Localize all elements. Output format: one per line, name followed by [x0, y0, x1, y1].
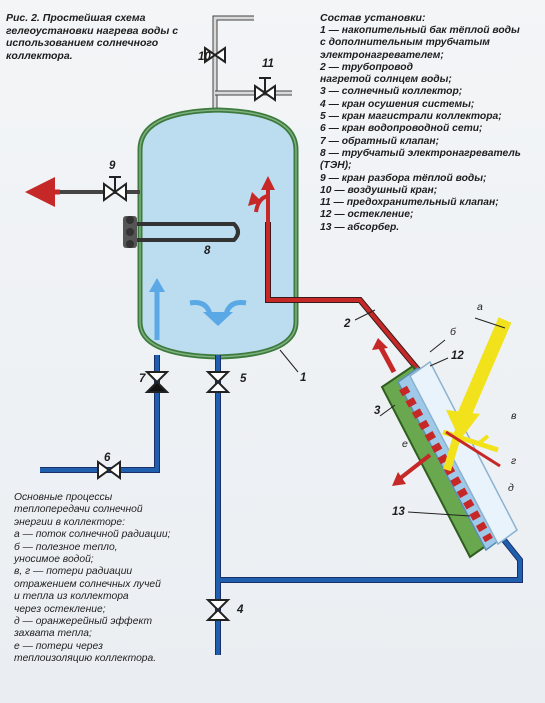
process-line: энергии в коллекторе:: [14, 516, 125, 528]
legend-line: нагретой солнцем воды;: [320, 74, 452, 86]
process-line: через остекление;: [14, 603, 106, 615]
valve-6: [97, 460, 121, 480]
legend-line: 9 — кран разбора тёплой воды;: [320, 172, 487, 184]
label-9: 9: [109, 160, 116, 172]
process-line: уносимое водой;: [14, 554, 94, 566]
legend-line: 12 — остекление;: [320, 209, 414, 221]
process-line: Основные процессы: [14, 492, 113, 503]
valve-11: [254, 77, 276, 102]
label-1: 1: [300, 372, 307, 384]
storage-tank: [137, 107, 299, 360]
figure-caption: Рис. 2. Простейшая схема гелеоустановки …: [6, 12, 179, 62]
air-vent-pipe: [212, 15, 254, 110]
process-line: теплоизоляцию коллектора.: [14, 653, 157, 665]
legend-line: 8 — трубчатый электронагреватель: [320, 147, 521, 159]
legend-line: (ТЭН);: [320, 160, 352, 172]
label-12: 12: [451, 350, 464, 362]
label-v: в: [511, 410, 517, 422]
valve-9: [103, 176, 127, 202]
legend-line: 11 — предохранительный клапан;: [320, 197, 499, 209]
label-6: 6: [104, 452, 111, 464]
legend-line: 2 — трубопровод: [320, 61, 413, 73]
label-7: 7: [139, 373, 146, 385]
valve-4: [205, 599, 231, 621]
legend-title: Состав установки:: [320, 12, 426, 24]
hot-water-pipe: [265, 222, 423, 374]
process-description: Основные процессы теплопередачи солнечно…: [14, 492, 214, 666]
process-line: а — поток солнечной радиации;: [14, 529, 171, 541]
leader-lines: [279, 309, 506, 517]
valve-10: [204, 46, 226, 64]
label-d: д: [508, 482, 514, 494]
process-line: б — полезное тепло,: [14, 541, 118, 553]
legend-line: 3 — солнечный коллектор;: [320, 86, 463, 98]
legend-line: 7 — обратный клапан;: [320, 135, 440, 147]
process-line: отражением солнечных лучей: [14, 578, 161, 590]
legend-line: с дополнительным трубчатым: [320, 37, 490, 49]
legend-line: электронагревателем;: [320, 49, 444, 61]
label-3: 3: [374, 405, 381, 417]
label-10: 10: [198, 51, 211, 63]
process-line: захвата тепла;: [14, 628, 92, 640]
label-2: 2: [344, 318, 351, 330]
legend-line: 13 — абсорбер.: [320, 221, 400, 233]
label-5: 5: [240, 373, 247, 385]
label-13: 13: [392, 506, 405, 518]
label-g: г: [511, 455, 517, 467]
process-arrows: [372, 317, 512, 486]
tubular-heater: [123, 216, 240, 248]
label-4: 4: [237, 604, 244, 616]
legend-line: 5 — кран магистрали коллектора;: [320, 111, 502, 123]
process-line: и тепла из коллектора: [14, 591, 129, 603]
legend-line: 1 — накопительный бак тёплой воды: [320, 25, 520, 36]
process-line: д — оранжерейный эффект: [14, 616, 153, 628]
valve-5: [205, 371, 231, 393]
label-11: 11: [262, 58, 274, 70]
process-line: в, г — потери радиации: [14, 566, 133, 578]
legend-line: 10 — воздушный кран;: [320, 184, 438, 196]
process-line: е — потери через: [14, 640, 103, 652]
process-line: теплопередачи солнечной: [14, 504, 143, 516]
label-b: б: [450, 326, 456, 338]
legend-line: 6 — кран водопроводной сети;: [320, 123, 483, 135]
label-8: 8: [204, 245, 211, 257]
legend-line: 4 — кран осушения системы;: [320, 98, 475, 110]
check-valve-7: [144, 371, 170, 393]
label-e: е: [402, 438, 408, 450]
legend-list: 1 — накопительный бак тёплой воды с допо…: [320, 25, 542, 234]
cold-water-inlet-pipe: [40, 355, 160, 473]
label-a: а: [477, 301, 483, 313]
flow-arrows-tank: [149, 176, 275, 340]
